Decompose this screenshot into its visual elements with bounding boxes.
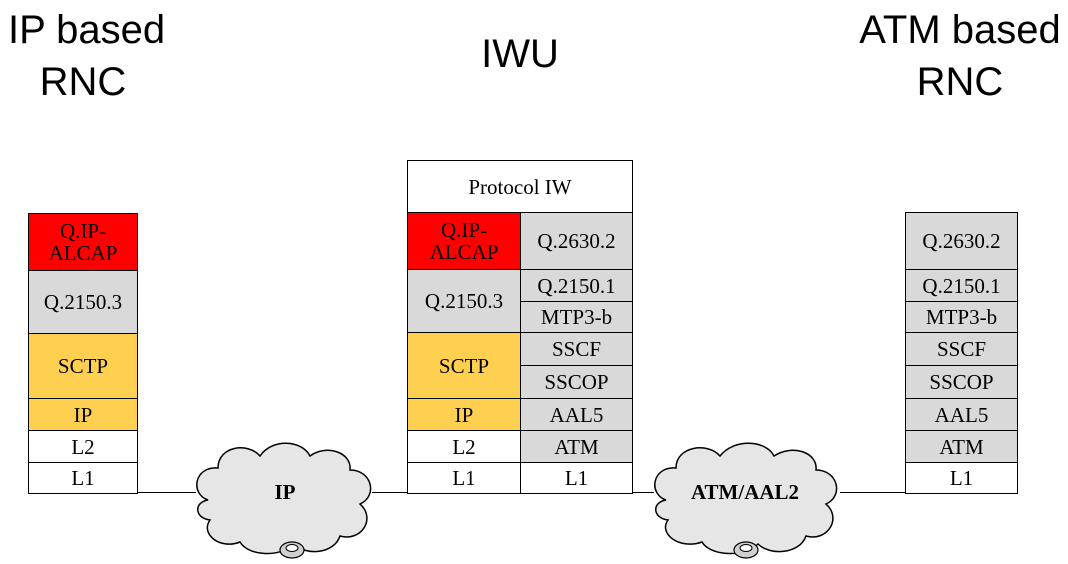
ip-cloud-icon bbox=[196, 442, 372, 559]
iwu-aal5: AAL5 bbox=[520, 398, 633, 431]
left-q2150-3: Q.2150.3 bbox=[28, 270, 138, 334]
center-title: IWU bbox=[481, 32, 559, 76]
left-title-line2: RNC bbox=[39, 60, 127, 104]
wire-ip-cloud-to-iwu bbox=[372, 492, 408, 493]
right-title-line2: RNC bbox=[916, 60, 1004, 104]
atm-cloud-label: ATM/AAL2 bbox=[690, 480, 800, 504]
iwu-sctp: SCTP bbox=[407, 332, 521, 399]
iwu-l1-right: L1 bbox=[520, 462, 633, 494]
left-l1: L1 bbox=[28, 462, 138, 494]
atm-cloud-icon bbox=[654, 442, 838, 559]
right-sscf: SSCF bbox=[905, 332, 1018, 366]
right-title-line1: ATM based bbox=[859, 8, 1061, 52]
right-q2150-1: Q.2150.1 bbox=[905, 269, 1018, 302]
iwu-q2630-2: Q.2630.2 bbox=[520, 212, 633, 270]
left-q-ip-alcap: Q.IP-ALCAP bbox=[28, 213, 138, 271]
wire-iwu-to-atm-cloud bbox=[630, 492, 654, 493]
right-mtp3b: MTP3-b bbox=[905, 301, 1018, 333]
iwu-q2150-3: Q.2150.3 bbox=[407, 269, 521, 333]
right-l1: L1 bbox=[905, 462, 1018, 494]
iwu-atm: ATM bbox=[520, 430, 633, 463]
iwu-protocol-iw: Protocol IW bbox=[407, 160, 633, 213]
left-l2: L2 bbox=[28, 430, 138, 463]
iwu-sscf: SSCF bbox=[520, 332, 633, 366]
iwu-ip: IP bbox=[407, 398, 521, 431]
left-sctp: SCTP bbox=[28, 333, 138, 399]
left-title-line1: IP based bbox=[8, 8, 166, 52]
right-sscop: SSCOP bbox=[905, 365, 1018, 399]
right-aal5: AAL5 bbox=[905, 398, 1018, 431]
iwu-l2: L2 bbox=[407, 430, 521, 463]
iwu-q2150-1: Q.2150.1 bbox=[520, 269, 633, 302]
right-q2630-2: Q.2630.2 bbox=[905, 212, 1018, 270]
wire-left-rnc-to-ip-cloud bbox=[136, 492, 196, 493]
ip-cloud-label: IP bbox=[274, 480, 296, 504]
iwu-sscop: SSCOP bbox=[520, 365, 633, 399]
iwu-l1-left: L1 bbox=[407, 462, 521, 494]
iwu-q-ip-alcap: Q.IP-ALCAP bbox=[407, 212, 521, 270]
iwu-mtp3b: MTP3-b bbox=[520, 301, 633, 333]
left-ip: IP bbox=[28, 398, 138, 431]
wire-atm-cloud-to-right-rnc bbox=[840, 492, 906, 493]
right-atm: ATM bbox=[905, 430, 1018, 463]
